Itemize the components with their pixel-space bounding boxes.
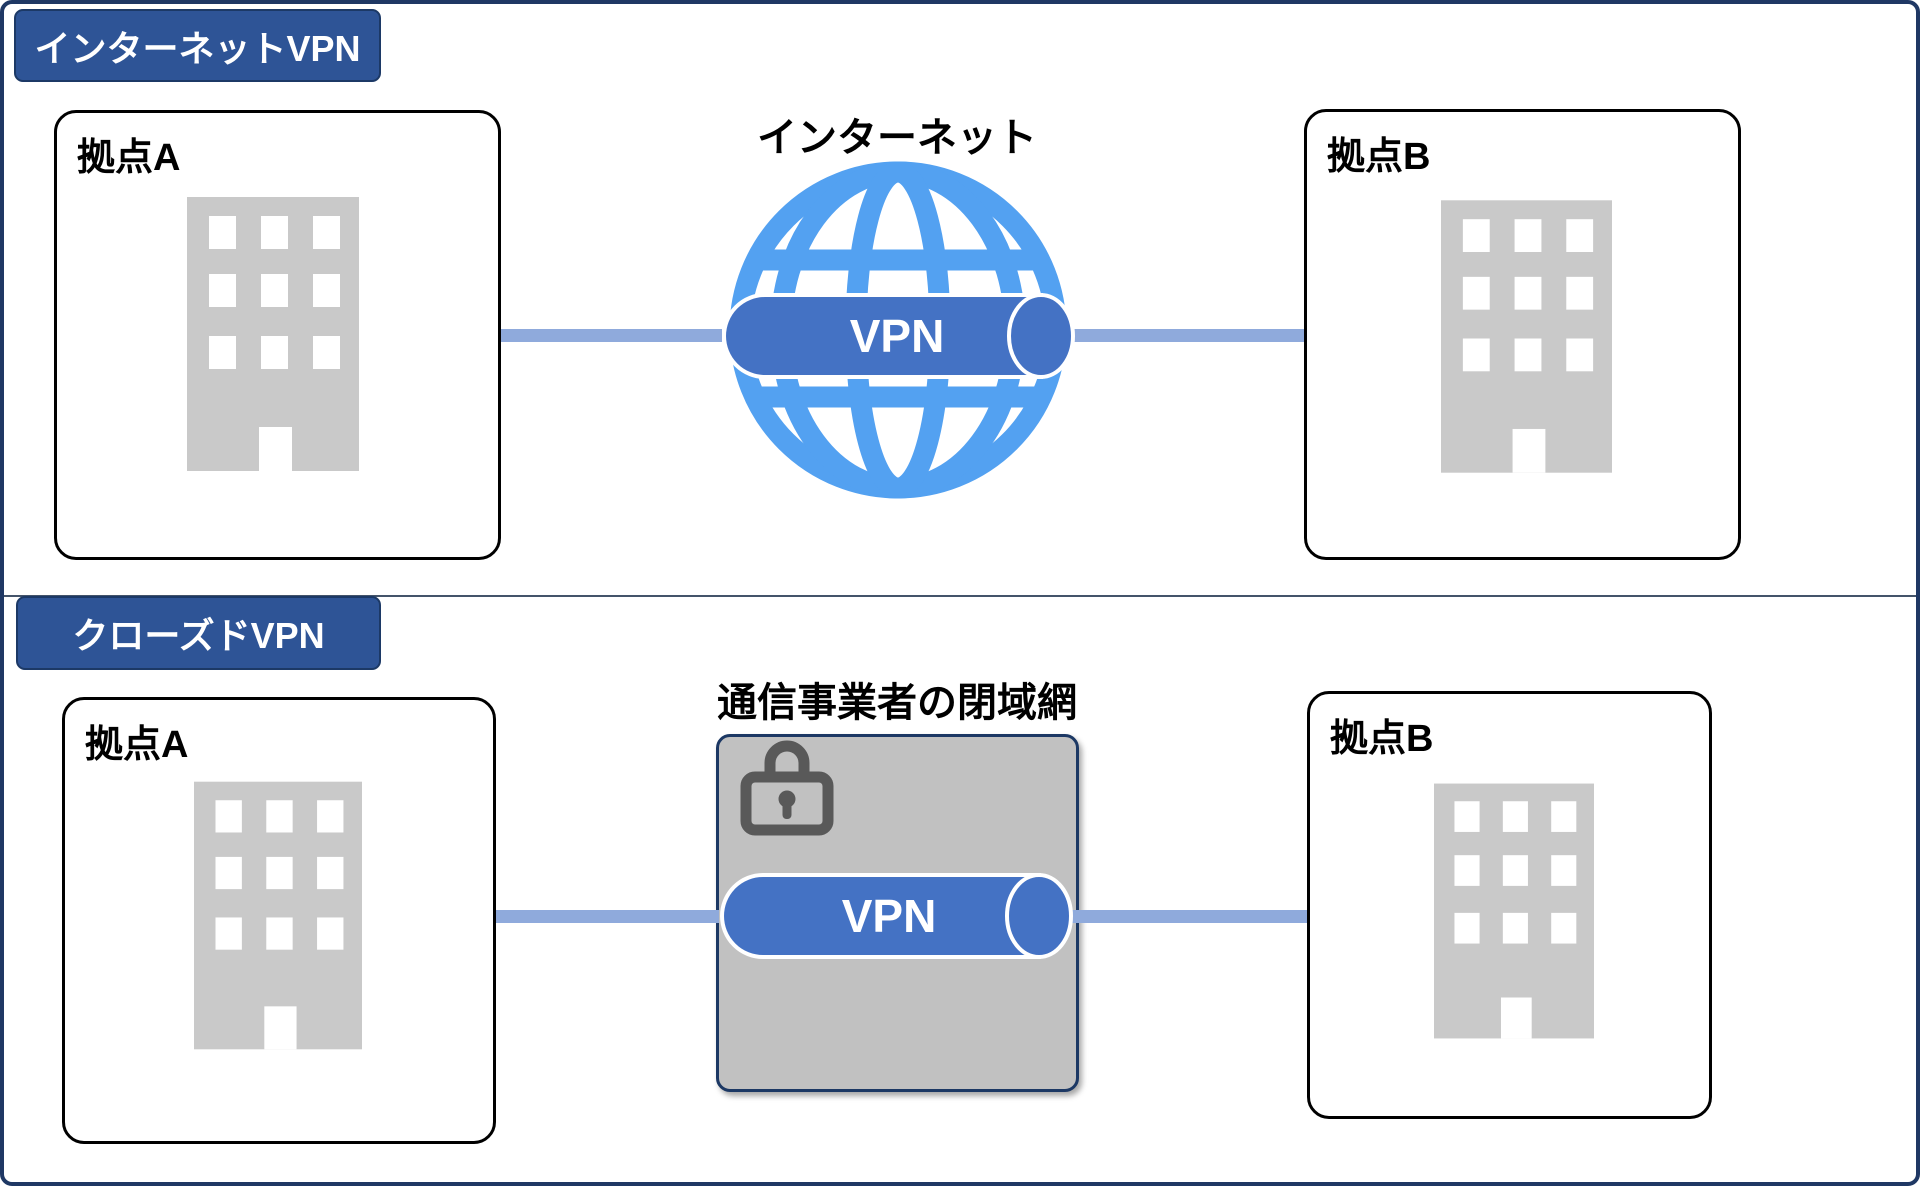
site-a-label: 拠点A bbox=[85, 724, 189, 766]
connector-line-left bbox=[496, 910, 719, 923]
connector-line-right bbox=[1043, 910, 1307, 923]
building-icon bbox=[1434, 783, 1594, 1039]
building-icon bbox=[194, 781, 362, 1050]
connector-line-left bbox=[501, 329, 722, 342]
building-icon bbox=[1441, 200, 1612, 473]
internet-vpn-title-badge: インターネットVPN bbox=[14, 9, 381, 82]
vpn-tunnel-label: VPN bbox=[850, 310, 945, 362]
site-b-label: 拠点B bbox=[1327, 136, 1431, 178]
lock-icon bbox=[740, 740, 834, 836]
section-divider bbox=[4, 595, 1916, 597]
closed-network-label: 通信事業者の閉域網 bbox=[717, 681, 1077, 725]
site-box-a-closed: 拠点A bbox=[62, 697, 496, 1144]
internet-label: インターネット bbox=[757, 116, 1037, 160]
site-a-label: 拠点A bbox=[77, 137, 181, 179]
site-b-label: 拠点B bbox=[1330, 718, 1434, 760]
building-icon bbox=[187, 197, 359, 471]
vpn-tunnel-label: VPN bbox=[842, 890, 937, 942]
vpn-tunnel-icon: VPN bbox=[720, 873, 1073, 959]
site-box-a-internet: 拠点A bbox=[54, 110, 501, 560]
closed-vpn-title-badge: クローズドVPN bbox=[16, 596, 381, 670]
site-box-b-closed: 拠点B bbox=[1307, 691, 1712, 1119]
site-box-b-internet: 拠点B bbox=[1304, 109, 1741, 560]
connector-line-right bbox=[1041, 329, 1304, 342]
vpn-tunnel-icon: VPN bbox=[722, 293, 1075, 379]
